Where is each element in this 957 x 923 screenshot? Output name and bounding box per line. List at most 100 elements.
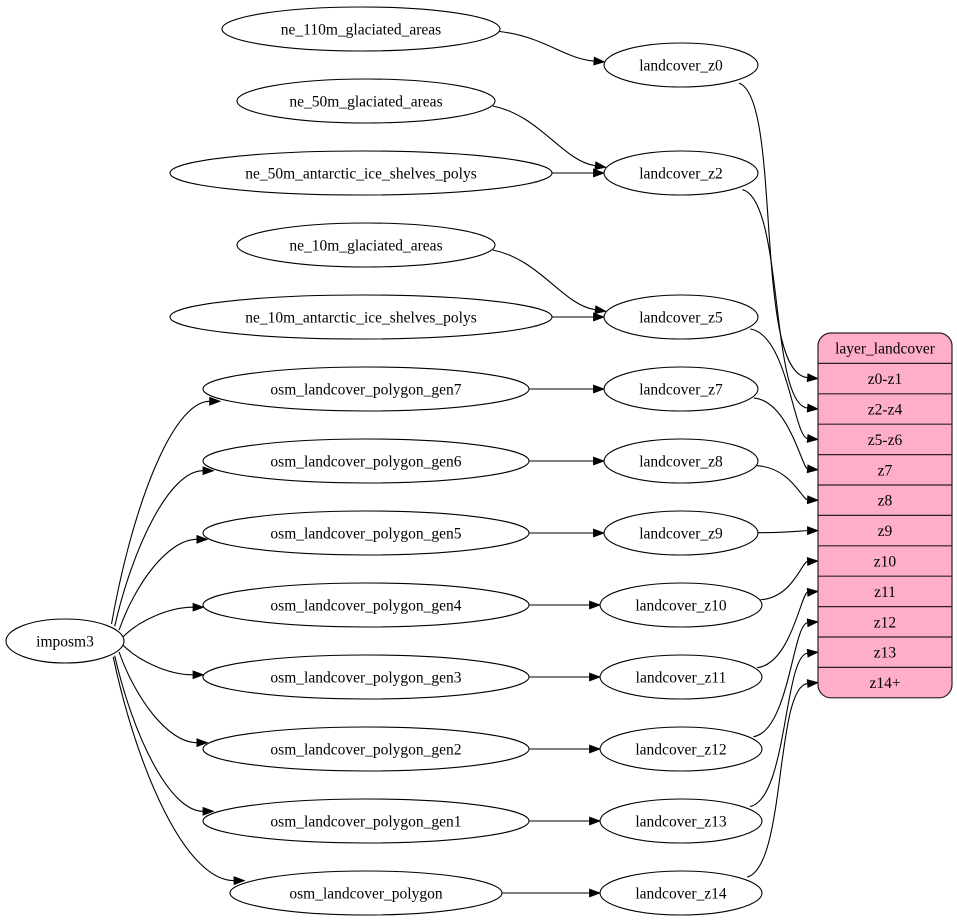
node-shape (599, 726, 763, 772)
node-landcover_z9[interactable]: landcover_z9 (603, 510, 759, 556)
node-landcover_z12[interactable]: landcover_z12 (599, 726, 763, 772)
node-label: landcover_z13 (635, 814, 726, 831)
record-row-label: z14+ (869, 675, 900, 692)
edge-arrowhead (202, 806, 215, 816)
node-landcover_z10[interactable]: landcover_z10 (599, 582, 763, 628)
node-shape (603, 42, 759, 88)
edge-landcover_z11-to-row-z11 (757, 591, 809, 669)
record-row-label: z9 (878, 523, 893, 540)
node-landcover_z13[interactable]: landcover_z13 (599, 798, 763, 844)
record-row-label: z5-z6 (868, 432, 903, 449)
node-label: osm_landcover_polygon_gen5 (270, 526, 461, 543)
node-label: ne_50m_glaciated_areas (289, 94, 442, 111)
record-header-label: layer_landcover (835, 341, 936, 358)
node-shape (236, 78, 496, 124)
node-label: osm_landcover_polygon_gen1 (270, 814, 461, 831)
node-landcover_z14[interactable]: landcover_z14 (599, 870, 763, 916)
edge-arrowhead (806, 433, 820, 443)
node-landcover_z8[interactable]: landcover_z8 (603, 438, 759, 484)
edge-arrowhead (589, 816, 602, 826)
node-osm_landcover_polygon_gen1[interactable]: osm_landcover_polygon_gen1 (202, 798, 530, 844)
edge-arrowhead (806, 618, 820, 628)
node-label: osm_landcover_polygon (289, 886, 443, 903)
node-label: landcover_z8 (639, 454, 723, 471)
edge-arrowhead (806, 557, 820, 566)
node-label: ne_10m_antarctic_ice_shelves_polys (245, 310, 477, 327)
node-osm_landcover_polygon_gen4[interactable]: osm_landcover_polygon_gen4 (202, 582, 530, 628)
node-ne_110m_glaciated_areas[interactable]: ne_110m_glaciated_areas (221, 6, 501, 52)
node-shape (599, 798, 763, 844)
edge-landcover_z12-to-row-z12 (753, 622, 808, 738)
edge-imposm3-to-osm_landcover_polygon_gen5 (118, 538, 197, 631)
edge-imposm3-to-osm_landcover_polygon (112, 656, 234, 882)
node-osm_landcover_polygon_gen6[interactable]: osm_landcover_polygon_gen6 (202, 438, 530, 484)
node-shape (599, 654, 763, 700)
node-shape (202, 582, 530, 628)
node-label: imposm3 (36, 634, 94, 651)
node-osm_landcover_polygon_gen5[interactable]: osm_landcover_polygon_gen5 (202, 510, 530, 556)
edge-landcover_z9-to-row-z9 (757, 530, 808, 534)
node-label: osm_landcover_polygon_gen3 (270, 670, 461, 687)
node-landcover_z0[interactable]: landcover_z0 (603, 42, 759, 88)
node-label: landcover_z9 (639, 526, 723, 543)
record-row-label: z0-z1 (868, 371, 902, 388)
edge-arrowhead (593, 384, 606, 394)
node-landcover_z5[interactable]: landcover_z5 (603, 294, 759, 340)
edge-imposm3-to-osm_landcover_polygon_gen3 (122, 644, 194, 676)
edge-imposm3-to-osm_landcover_polygon_gen6 (114, 470, 203, 627)
node-label: landcover_z11 (636, 670, 727, 687)
node-osm_landcover_polygon_gen7[interactable]: osm_landcover_polygon_gen7 (202, 366, 530, 412)
node-label: osm_landcover_polygon_gen2 (270, 742, 461, 759)
node-landcover_z7[interactable]: landcover_z7 (603, 366, 759, 412)
edge-imposm3-to-osm_landcover_polygon_gen2 (118, 651, 197, 744)
node-label: landcover_z2 (639, 166, 723, 183)
node-shape (202, 798, 530, 844)
node-shape (202, 438, 530, 484)
node-label: landcover_z14 (635, 886, 726, 903)
node-ne_50m_glaciated_areas[interactable]: ne_50m_glaciated_areas (236, 78, 496, 124)
node-label: landcover_z12 (635, 742, 726, 759)
edge-imposm3-to-osm_landcover_polygon_gen4 (122, 606, 194, 638)
edge-arrowhead (589, 888, 602, 898)
node-shape (169, 150, 553, 196)
node-shape (202, 510, 530, 556)
node-label: osm_landcover_polygon_gen7 (270, 382, 461, 399)
edge-landcover_z0-to-row-z0-z1 (738, 82, 808, 379)
node-ne_10m_glaciated_areas[interactable]: ne_10m_glaciated_areas (236, 222, 496, 268)
edge-arrowhead (589, 672, 602, 682)
edge-arrowhead (202, 466, 215, 476)
edge-landcover_z8-to-row-z8 (756, 465, 808, 501)
edges-layer (110, 30, 820, 898)
edge-arrowhead (806, 403, 820, 413)
node-label: osm_landcover_polygon_gen4 (270, 598, 461, 615)
edge-arrowhead (806, 495, 820, 505)
edge-arrowhead (806, 464, 820, 474)
edge-arrowhead (196, 738, 209, 748)
edge-landcover_z14-to-row-z14 (746, 683, 808, 878)
edge-arrowhead (589, 600, 602, 610)
edge-arrowhead (806, 373, 820, 383)
node-osm_landcover_polygon_gen2[interactable]: osm_landcover_polygon_gen2 (202, 726, 530, 772)
node-landcover_z11[interactable]: landcover_z11 (599, 654, 763, 700)
record-table-layer: layer_landcoverz0-z1z2-z4z5-z6z7z8z9z10z… (817, 332, 953, 699)
edge-arrowhead (806, 587, 820, 597)
node-ne_50m_antarctic_ice_shelves_polys[interactable]: ne_50m_antarctic_ice_shelves_polys (169, 150, 553, 196)
node-osm_landcover_polygon[interactable]: osm_landcover_polygon (229, 870, 503, 916)
record-row-label: z2-z4 (868, 402, 903, 419)
edge-ne_110m_glaciated_areas-to-landcover_z0 (499, 30, 595, 62)
edge-arrowhead (593, 56, 606, 66)
node-landcover_z2[interactable]: landcover_z2 (603, 150, 759, 196)
node-ne_10m_antarctic_ice_shelves_polys[interactable]: ne_10m_antarctic_ice_shelves_polys (169, 294, 553, 340)
node-osm_landcover_polygon_gen3[interactable]: osm_landcover_polygon_gen3 (202, 654, 530, 700)
node-imposm3[interactable]: imposm3 (5, 618, 125, 664)
edge-arrowhead (594, 161, 607, 171)
edge-arrowhead (209, 396, 222, 406)
node-label: landcover_z10 (635, 598, 726, 615)
edge-landcover_z13-to-row-z13 (749, 652, 808, 808)
record-row-label: z11 (874, 584, 896, 601)
edge-imposm3-to-osm_landcover_polygon_gen7 (110, 400, 210, 625)
record-row-label: z7 (878, 462, 893, 479)
node-shape (599, 870, 763, 916)
node-shape (603, 150, 759, 196)
